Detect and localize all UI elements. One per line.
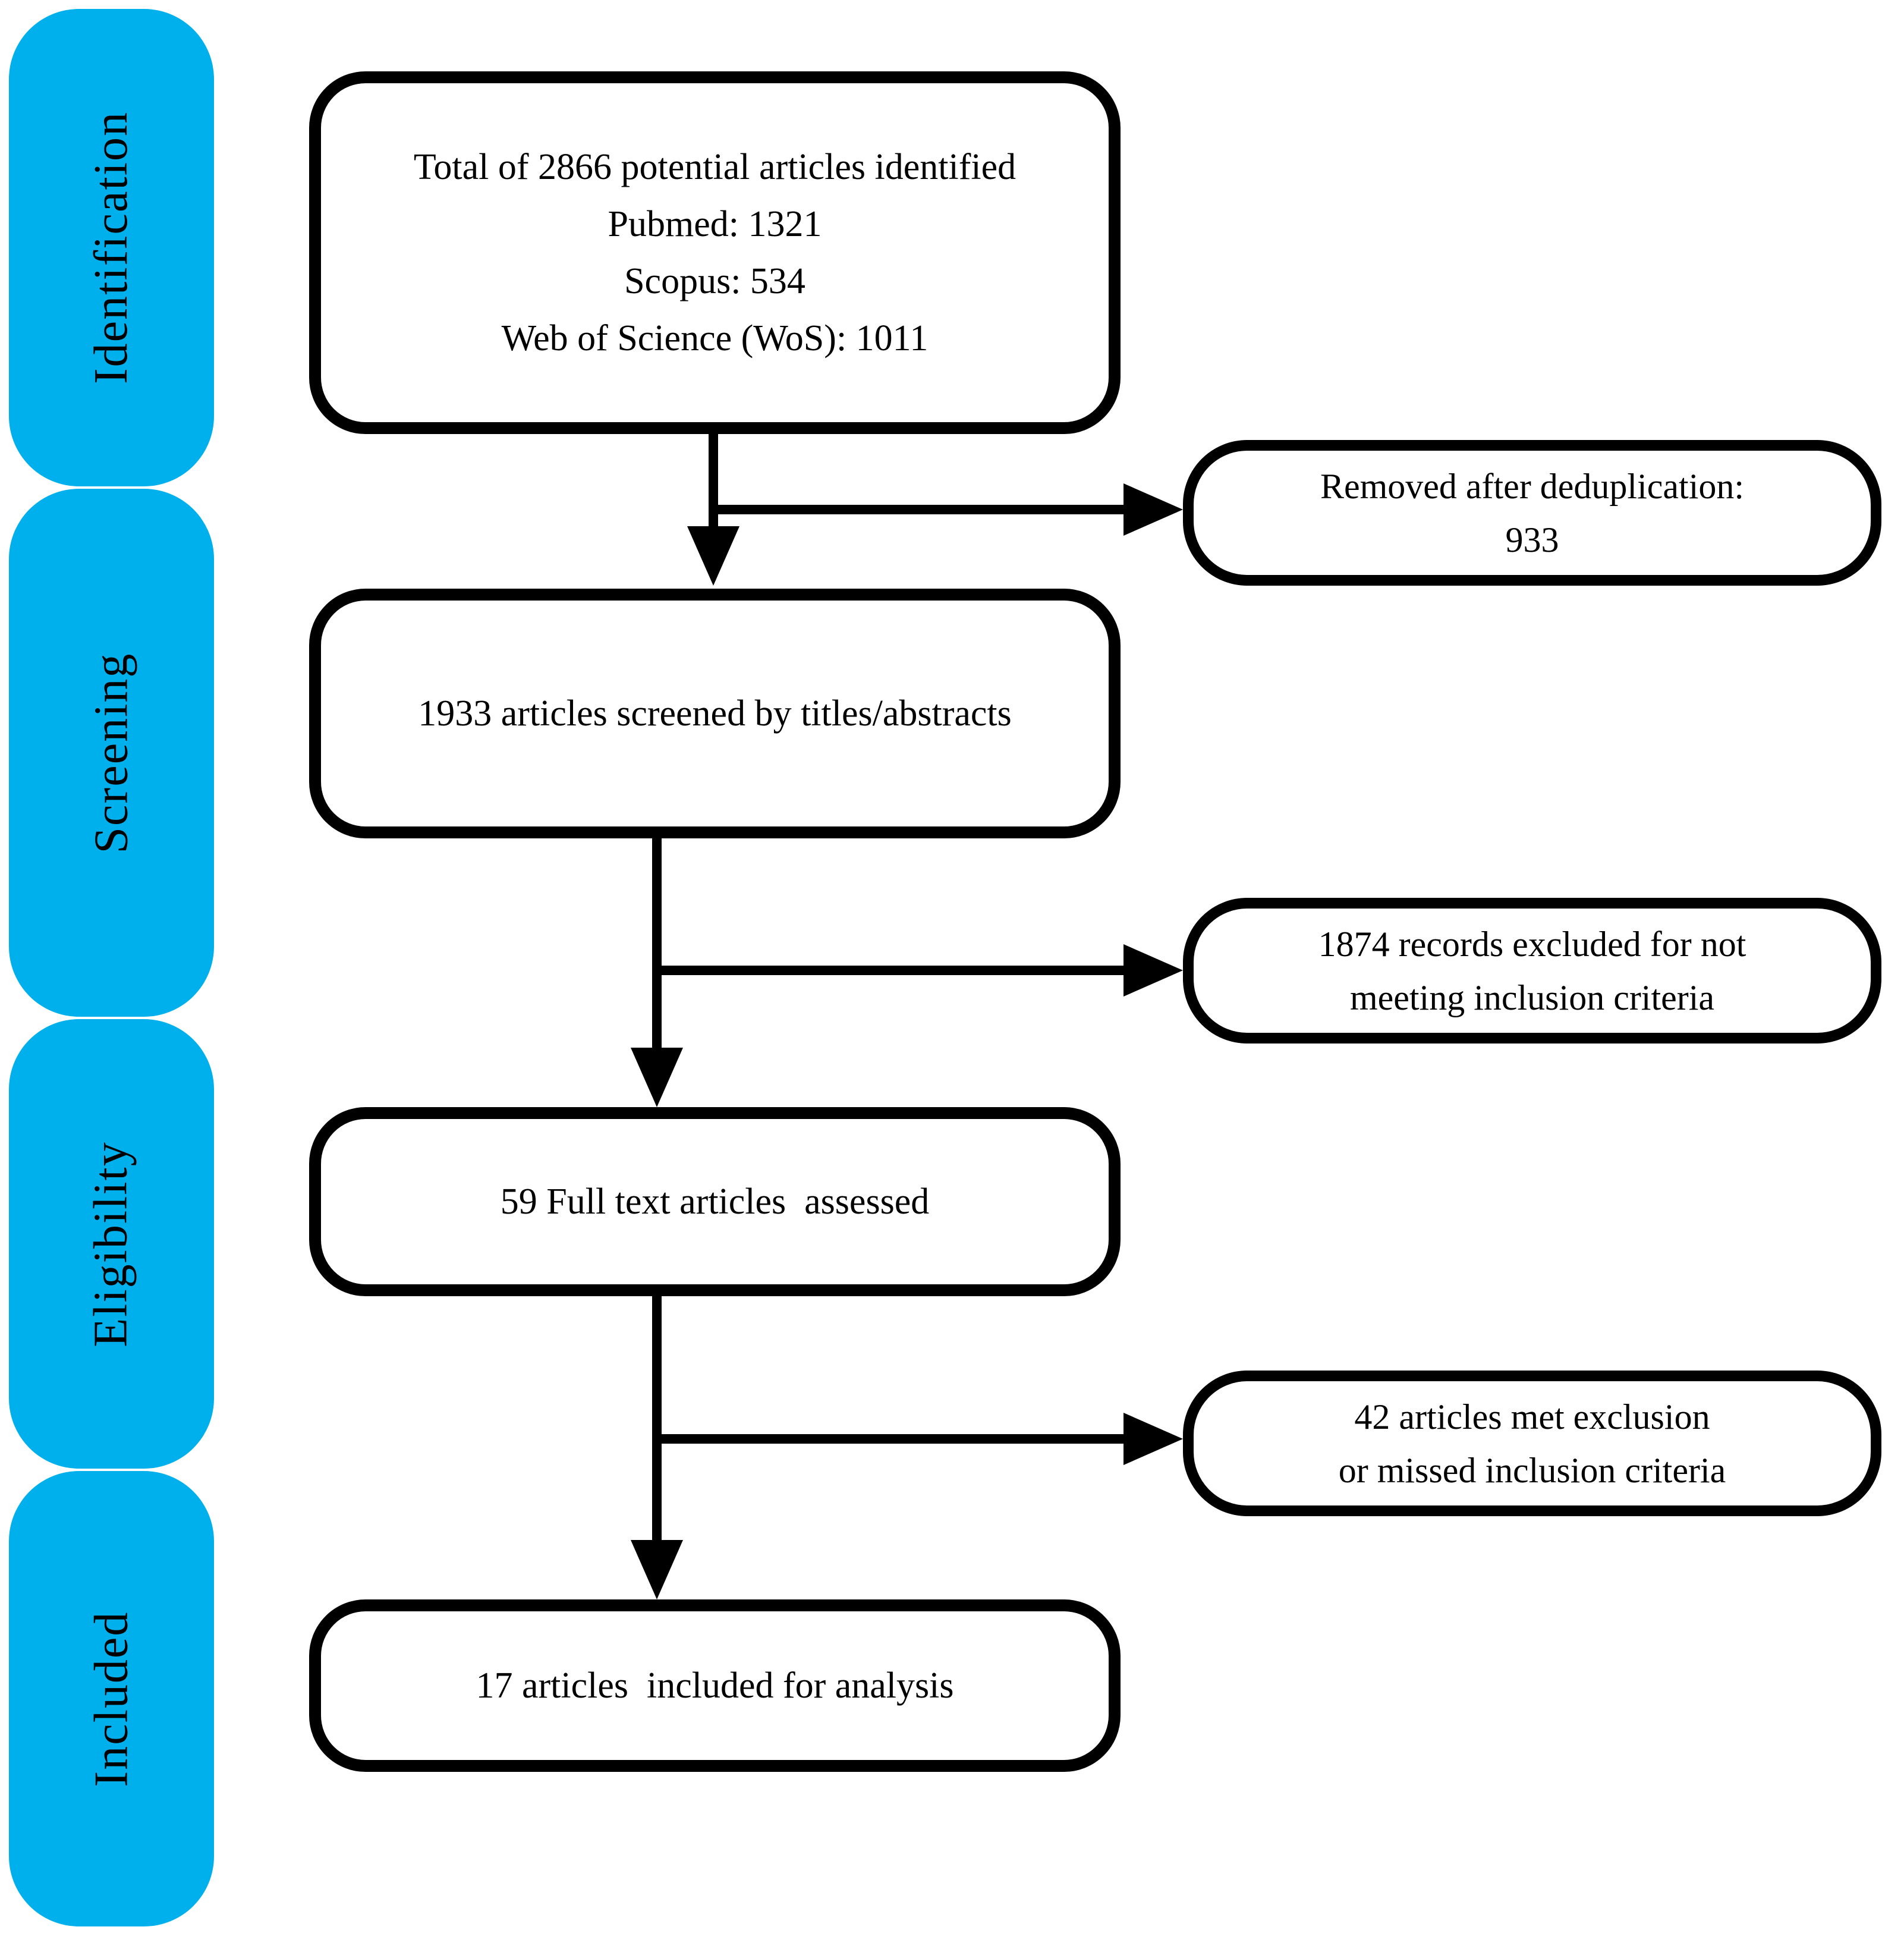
stage-label-identification: Identification bbox=[85, 111, 137, 384]
down-arrow-1-line bbox=[709, 434, 718, 538]
sidebox-text-line: Removed after deduplication: bbox=[1320, 466, 1745, 506]
branch-arrow-3-line bbox=[652, 1434, 1123, 1444]
sidebox-text-line: or missed inclusion criteria bbox=[1338, 1450, 1726, 1490]
box-text-line: Scopus: 534 bbox=[624, 261, 805, 301]
down-arrowhead-3-icon bbox=[631, 1540, 683, 1599]
branch-arrow-1-line bbox=[709, 505, 1129, 514]
stage-label-screening: Screening bbox=[84, 652, 137, 853]
stage-label-eligibility: Eligibility bbox=[85, 1140, 138, 1347]
down-arrowhead-2-icon bbox=[631, 1048, 683, 1107]
right-arrowhead-3-icon bbox=[1123, 1413, 1183, 1465]
box-articles-excluded: 42 articles met exclusion or missed incl… bbox=[1183, 1371, 1881, 1516]
box-articles-screened: 1933 articles screened by titles/abstrac… bbox=[309, 589, 1121, 838]
box-text-line: Pubmed: 1321 bbox=[608, 203, 822, 244]
sidebox-text-line: 42 articles met exclusion bbox=[1354, 1397, 1710, 1437]
box-removed-deduplication: Removed after deduplication: 933 bbox=[1183, 440, 1881, 586]
box-text-line: 1933 articles screened by titles/abstrac… bbox=[418, 693, 1012, 734]
stage-bar-identification: Identification bbox=[9, 9, 214, 486]
right-arrowhead-2-icon bbox=[1123, 944, 1183, 997]
box-text-line: Total of 2866 potential articles identif… bbox=[413, 146, 1016, 187]
stage-bar-screening: Screening bbox=[9, 489, 214, 1017]
right-arrowhead-1-icon bbox=[1123, 483, 1183, 536]
box-fulltext-assessed: 59 Full text articles assessed bbox=[309, 1107, 1121, 1296]
sidebox-text-line: 933 bbox=[1505, 520, 1559, 560]
down-arrow-2-line bbox=[652, 838, 662, 1054]
stage-bar-eligibility: Eligibility bbox=[9, 1019, 214, 1469]
box-text-line: 59 Full text articles assessed bbox=[500, 1181, 930, 1222]
down-arrow-3-line bbox=[652, 1296, 662, 1546]
stage-label-included: Included bbox=[84, 1611, 137, 1787]
branch-arrow-2-line bbox=[652, 966, 1123, 975]
box-articles-identified: Total of 2866 potential articles identif… bbox=[309, 71, 1121, 434]
box-records-excluded: 1874 records excluded for not meeting in… bbox=[1183, 898, 1881, 1043]
down-arrowhead-1-icon bbox=[687, 526, 739, 586]
box-text-line: 17 articles included for analysis bbox=[476, 1665, 954, 1706]
stage-bar-included: Included bbox=[9, 1471, 214, 1926]
box-text-line: Web of Science (WoS): 1011 bbox=[501, 318, 929, 359]
box-articles-included: 17 articles included for analysis bbox=[309, 1599, 1121, 1772]
sidebox-text-line: meeting inclusion criteria bbox=[1349, 977, 1715, 1017]
sidebox-text-line: 1874 records excluded for not bbox=[1318, 924, 1746, 964]
